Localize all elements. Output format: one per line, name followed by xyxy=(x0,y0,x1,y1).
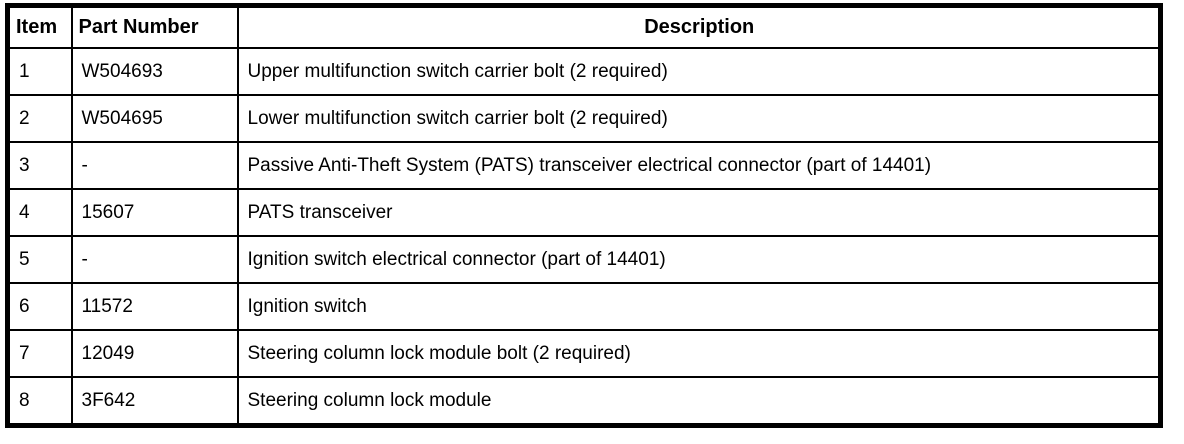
column-header-part-number: Part Number xyxy=(70,4,239,49)
part-number-cell: - xyxy=(70,141,239,190)
table-row: 3-Passive Anti-Theft System (PATS) trans… xyxy=(6,141,1162,190)
item-cell: 3 xyxy=(6,141,73,190)
description-cell: PATS transceiver xyxy=(236,188,1162,237)
item-cell: 7 xyxy=(6,329,73,378)
item-cell: 4 xyxy=(6,188,73,237)
part-number-cell: 15607 xyxy=(70,188,239,237)
part-number-cell: - xyxy=(70,235,239,284)
column-header-description: Description xyxy=(236,4,1162,49)
part-number-cell: W504695 xyxy=(70,94,239,143)
description-cell: Passive Anti-Theft System (PATS) transce… xyxy=(236,141,1162,190)
description-cell: Ignition switch electrical connector (pa… xyxy=(236,235,1162,284)
description-cell: Steering column lock module xyxy=(236,376,1162,427)
item-cell: 8 xyxy=(6,376,73,427)
item-cell: 1 xyxy=(6,47,73,96)
description-cell: Lower multifunction switch carrier bolt … xyxy=(236,94,1162,143)
item-cell: 6 xyxy=(6,282,73,331)
part-number-cell: W504693 xyxy=(70,47,239,96)
table-header-row: Item Part Number Description xyxy=(6,4,1162,49)
description-cell: Ignition switch xyxy=(236,282,1162,331)
part-number-cell: 12049 xyxy=(70,329,239,378)
column-header-item: Item xyxy=(6,4,73,49)
table-row: 5-Ignition switch electrical connector (… xyxy=(6,235,1162,284)
item-cell: 2 xyxy=(6,94,73,143)
part-number-cell: 11572 xyxy=(70,282,239,331)
item-cell: 5 xyxy=(6,235,73,284)
description-cell: Upper multifunction switch carrier bolt … xyxy=(236,47,1162,96)
part-number-cell: 3F642 xyxy=(70,376,239,427)
description-cell: Steering column lock module bolt (2 requ… xyxy=(236,329,1162,378)
